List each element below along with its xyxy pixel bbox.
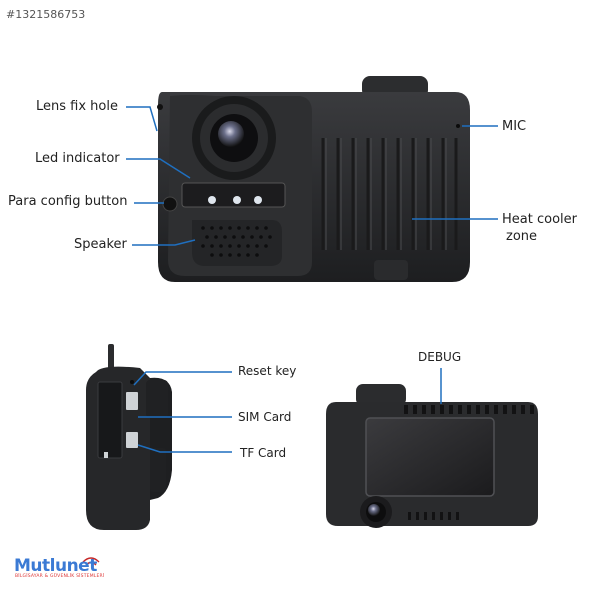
label-speaker: Speaker — [74, 237, 127, 252]
label-reset-key: Reset key — [238, 364, 297, 378]
label-sim-card: SIM Card — [238, 410, 292, 424]
logo-wifi-icon — [82, 557, 100, 566]
image-id-text: #1321586753 — [6, 8, 86, 21]
camera-side-view — [86, 344, 172, 530]
brand-tagline: BİLGİSAYAR & GÜVENLİK SİSTEMLERİ — [15, 574, 105, 579]
label-heat-cooler-zone: zone — [506, 229, 538, 244]
camera-front-view — [157, 76, 470, 282]
label-tf-card: TF Card — [240, 446, 287, 460]
label-debug: DEBUG — [418, 350, 462, 364]
camera-rear-view — [326, 384, 538, 528]
label-lens-fix-hole: Lens fix hole — [36, 99, 118, 114]
label-mic: MIC — [502, 119, 527, 134]
brand-logo: Mutlunet — [14, 556, 97, 576]
label-led-indicator: Led indicator — [35, 151, 120, 166]
label-heat-cooler: Heat cooler — [502, 212, 577, 227]
label-para-config-button: Para config button — [8, 194, 128, 209]
